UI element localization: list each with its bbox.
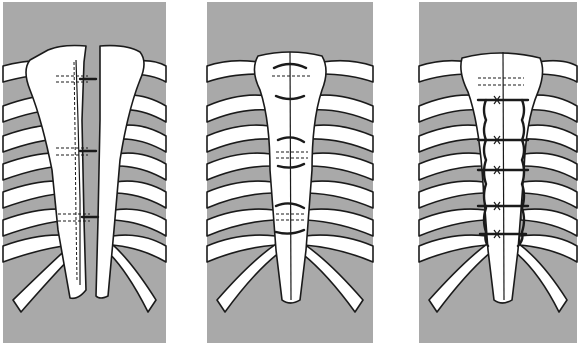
panel-figure-of-eight [207, 2, 373, 343]
panel-peristernal-weave [419, 2, 577, 343]
panel-longitudinal-split [3, 2, 166, 343]
